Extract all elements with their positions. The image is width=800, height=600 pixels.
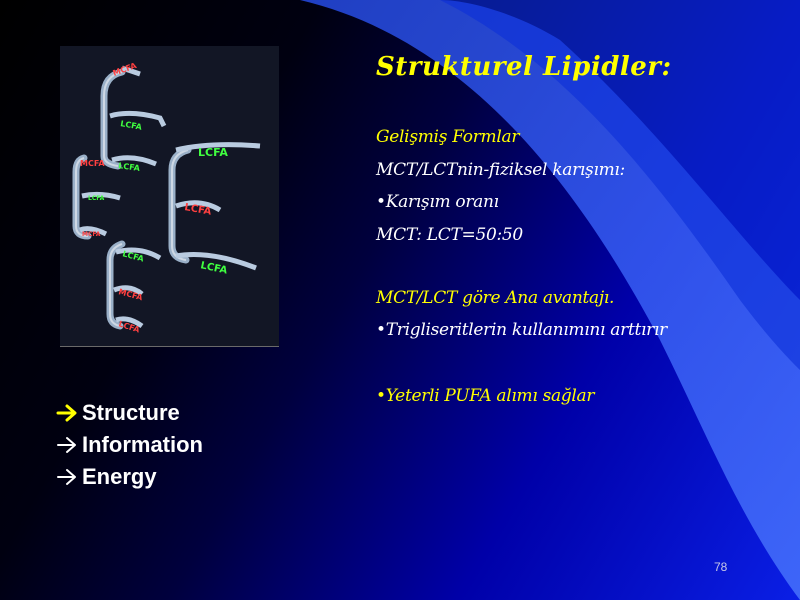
svg-text:LCFA: LCFA: [198, 146, 228, 159]
line-text: Gelişmiş Formlar: [376, 127, 520, 147]
svg-text:LCFA: LCFA: [118, 161, 142, 173]
right-arrow-icon: [57, 437, 76, 453]
svg-text:LCFA: LCFA: [183, 202, 212, 218]
arrow-list: Structure Information Energy: [56, 397, 203, 493]
text-line: •Karışım oranı: [376, 192, 499, 212]
bullet-dot: •: [376, 386, 386, 406]
svg-text:LCFA: LCFA: [88, 195, 105, 202]
line-text: Yeterli PUFA alımı sağlar: [385, 386, 595, 406]
svg-text:MCFA: MCFA: [80, 159, 105, 168]
line-text: Karışım oranı: [385, 192, 499, 212]
text-line: MCT/LCTnin-fiziksel karışımı:: [376, 160, 625, 180]
arrow-item-label: Information: [82, 432, 203, 457]
svg-text:MCFA: MCFA: [82, 231, 101, 238]
line-text: MCT/LCTnin-fiziksel karışımı:: [376, 160, 625, 180]
right-arrow-icon: [56, 404, 77, 422]
fatty-acid-structure-figure: MCFA LCFA LCFA MCFA LCFA MCFA LCFA LCFA …: [60, 46, 279, 347]
arrow-item-label: Structure: [82, 400, 180, 425]
slide-title: Strukturel Lipidler:: [376, 52, 672, 82]
line-text: Trigliseritlerin kullanımını arttırır: [385, 320, 668, 340]
text-line: •Trigliseritlerin kullanımını arttırır: [376, 320, 667, 340]
bullet-dot: •: [376, 192, 386, 212]
page-number: 78: [714, 560, 728, 574]
text-line: Gelişmiş Formlar: [376, 127, 519, 147]
text-line: MCT/LCT göre Ana avantajı.: [376, 288, 614, 308]
right-arrow-icon: [57, 469, 76, 485]
line-text: MCT: LCT=50:50: [376, 225, 523, 245]
bullet-dot: •: [376, 320, 386, 340]
svg-text:LCFA: LCFA: [120, 119, 144, 132]
arrow-item-information: Information: [56, 429, 203, 461]
text-line: MCT: LCT=50:50: [376, 225, 523, 245]
arrow-item-structure: Structure: [56, 397, 203, 429]
arrow-item-energy: Energy: [56, 461, 203, 493]
arrow-item-label: Energy: [82, 464, 157, 489]
line-text: MCT/LCT göre Ana avantajı.: [376, 288, 615, 308]
text-line: •Yeterli PUFA alımı sağlar: [376, 386, 595, 406]
